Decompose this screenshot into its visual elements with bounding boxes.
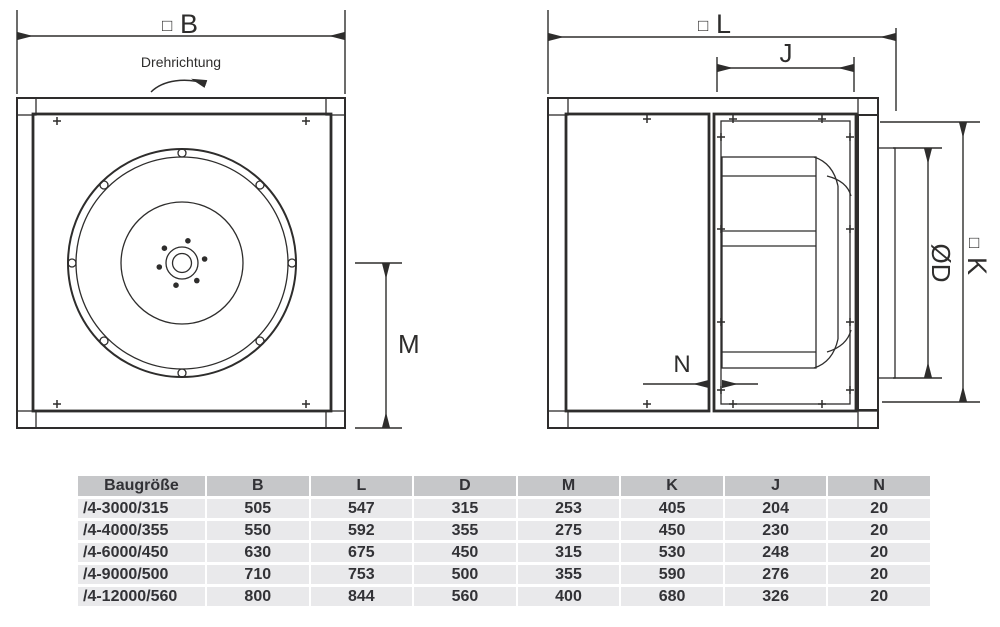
value-cell: 710: [207, 565, 309, 584]
rotation-direction: Drehrichtung: [141, 54, 221, 93]
dim-m-label: M: [398, 329, 420, 359]
dim-d-label: ØD: [926, 244, 956, 283]
dimension-j: J: [716, 38, 855, 92]
inlet-cone: [813, 156, 839, 187]
corner-profile: [857, 410, 879, 429]
value-cell: 450: [414, 543, 516, 562]
dim-n-label: N: [673, 351, 690, 378]
value-cell: 592: [310, 521, 413, 540]
value-cell: 248: [724, 543, 827, 562]
dim-l-square: □: [698, 16, 708, 35]
column-header: Baugröße: [78, 476, 205, 496]
side-screws: [643, 115, 854, 408]
value-cell: 630: [207, 543, 309, 562]
value-cell: 20: [828, 565, 930, 584]
size-label-cell: /4-6000/450: [78, 543, 205, 562]
value-cell: 355: [517, 565, 620, 584]
size-label-cell: /4-9000/500: [78, 565, 205, 584]
dim-j-label: J: [780, 38, 793, 68]
value-cell: 276: [724, 565, 827, 584]
value-cell: 326: [724, 587, 827, 606]
dimension-d: ØD: [893, 147, 956, 379]
value-cell: 680: [621, 587, 723, 606]
dim-b-square: □: [162, 16, 172, 35]
column-header: K: [621, 476, 723, 496]
value-cell: 450: [621, 521, 723, 540]
value-cell: 550: [207, 521, 309, 540]
dimension-k: □ K: [880, 121, 992, 403]
value-cell: 20: [828, 587, 930, 606]
column-header: L: [310, 476, 413, 496]
value-cell: 20: [828, 543, 930, 562]
size-label-cell: /4-12000/560: [78, 587, 205, 606]
side-view: □ L J: [547, 9, 992, 429]
corner-profile: [16, 410, 37, 429]
motor-hub: [156, 238, 208, 289]
outlet-flange-face: [857, 114, 879, 411]
technical-drawing: □ B Drehrichtung: [16, 9, 992, 429]
value-cell: 505: [207, 499, 309, 518]
side-door-panel: [564, 112, 711, 413]
fan-section-inner: [720, 120, 851, 405]
value-cell: 590: [621, 565, 723, 584]
dimension-b: □ B: [16, 9, 346, 94]
value-cell: 315: [414, 499, 516, 518]
inlet-cone: [826, 329, 852, 353]
inlet-cone: [813, 338, 839, 369]
corner-profile: [547, 97, 569, 116]
column-header: J: [724, 476, 827, 496]
dim-k-square: □: [965, 238, 984, 248]
value-cell: 800: [207, 587, 309, 606]
outlet-plate: [877, 147, 896, 379]
front-door-panel: [31, 112, 333, 413]
dimension-m: M: [355, 262, 420, 429]
inlet-cone: [826, 175, 852, 197]
dim-k-label: K: [962, 257, 992, 275]
dimension-n: N: [643, 351, 758, 389]
corner-profile: [325, 97, 346, 116]
impeller-circle: [120, 201, 244, 325]
front-view: □ B Drehrichtung: [16, 9, 420, 429]
value-cell: 20: [828, 499, 930, 518]
value-cell: 315: [517, 543, 620, 562]
size-label-cell: /4-4000/355: [78, 521, 205, 540]
value-cell: 253: [517, 499, 620, 518]
value-cell: 230: [724, 521, 827, 540]
value-cell: 405: [621, 499, 723, 518]
size-label-cell: /4-3000/315: [78, 499, 205, 518]
value-cell: 204: [724, 499, 827, 518]
dimension-l: □ L: [547, 9, 897, 111]
dim-l-label: L: [716, 9, 731, 39]
column-header: M: [517, 476, 620, 496]
value-cell: 355: [414, 521, 516, 540]
corner-profile: [857, 97, 879, 116]
value-cell: 20: [828, 521, 930, 540]
rotation-label: Drehrichtung: [141, 54, 221, 70]
value-cell: 500: [414, 565, 516, 584]
value-cell: 530: [621, 543, 723, 562]
ring-bolts: [67, 148, 297, 378]
panel-screws: [53, 117, 310, 408]
front-housing-frame: [16, 97, 346, 429]
value-cell: 675: [310, 543, 413, 562]
inlet-ring: [67, 148, 297, 378]
corner-profile: [547, 410, 569, 429]
corner-profile: [325, 410, 346, 429]
value-cell: 844: [310, 587, 413, 606]
column-header: D: [414, 476, 516, 496]
value-cell: 400: [517, 587, 620, 606]
rotation-arrow-icon: [150, 78, 208, 93]
column-header: N: [828, 476, 930, 496]
value-cell: 560: [414, 587, 516, 606]
value-cell: 547: [310, 499, 413, 518]
impeller-section: [721, 156, 852, 369]
fan-section-frame: [712, 112, 858, 413]
dim-b-label: B: [180, 9, 198, 39]
value-cell: 275: [517, 521, 620, 540]
corner-profile: [16, 97, 37, 116]
value-cell: 753: [310, 565, 413, 584]
column-header: B: [207, 476, 309, 496]
